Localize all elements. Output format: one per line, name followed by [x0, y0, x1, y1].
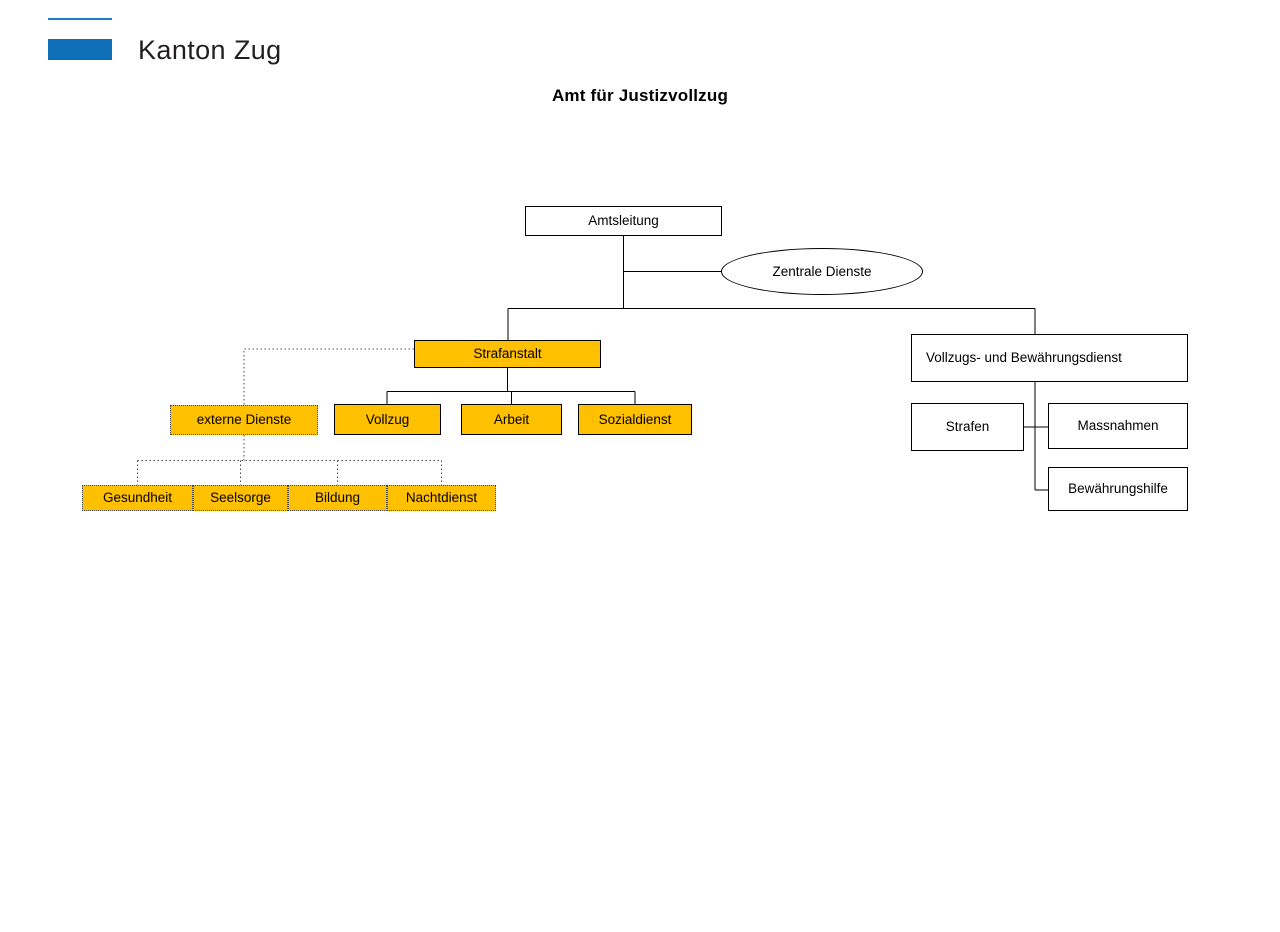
- node-label: Amtsleitung: [588, 213, 659, 229]
- node-vollzugs-und-bewaehrungsdienst[interactable]: Vollzugs- und Bewährungsdienst: [911, 334, 1188, 382]
- node-label: Nachtdienst: [405, 490, 478, 506]
- node-label: externe Dienste: [196, 412, 292, 428]
- logo-rule: [48, 18, 112, 20]
- node-arbeit[interactable]: Arbeit: [461, 404, 562, 435]
- node-label: Gesundheit: [102, 490, 173, 506]
- node-bewaehrungshilfe[interactable]: Bewährungshilfe: [1048, 467, 1188, 511]
- node-zentrale-dienste[interactable]: Zentrale Dienste: [721, 248, 923, 295]
- node-label: Seelsorge: [210, 490, 271, 506]
- node-label: Strafanstalt: [473, 346, 542, 362]
- node-sozialdienst[interactable]: Sozialdienst: [578, 404, 692, 435]
- node-label: Vollzugs- und Bewährungsdienst: [926, 350, 1122, 366]
- node-label: Zentrale Dienste: [772, 263, 872, 279]
- node-label: Bewährungshilfe: [1068, 481, 1168, 497]
- kanton-zug-logo: Kanton Zug: [48, 18, 368, 74]
- node-label: Sozialdienst: [598, 411, 672, 427]
- node-gesundheit[interactable]: Gesundheit: [82, 485, 193, 511]
- node-nachtdienst[interactable]: Nachtdienst: [387, 485, 496, 511]
- node-strafanstalt[interactable]: Strafanstalt: [414, 340, 601, 368]
- node-strafen[interactable]: Strafen: [911, 403, 1024, 451]
- logo-mark: [48, 39, 112, 60]
- node-massnahmen[interactable]: Massnahmen: [1048, 403, 1188, 449]
- node-bildung[interactable]: Bildung: [288, 485, 387, 511]
- node-label: Bildung: [314, 490, 361, 506]
- page-title: Amt für Justizvollzug: [551, 86, 729, 105]
- node-label: Strafen: [945, 419, 990, 435]
- node-amtsleitung[interactable]: Amtsleitung: [525, 206, 722, 236]
- node-vollzug[interactable]: Vollzug: [334, 404, 441, 435]
- node-seelsorge[interactable]: Seelsorge: [193, 485, 288, 511]
- logo-wordmark: Kanton Zug: [138, 35, 282, 65]
- edge-strafanstalt-externe: [243, 348, 414, 405]
- node-label: Arbeit: [493, 411, 530, 427]
- node-label: Vollzug: [365, 411, 410, 427]
- node-externe-dienste[interactable]: externe Dienste: [170, 405, 318, 435]
- node-label: Massnahmen: [1077, 418, 1159, 434]
